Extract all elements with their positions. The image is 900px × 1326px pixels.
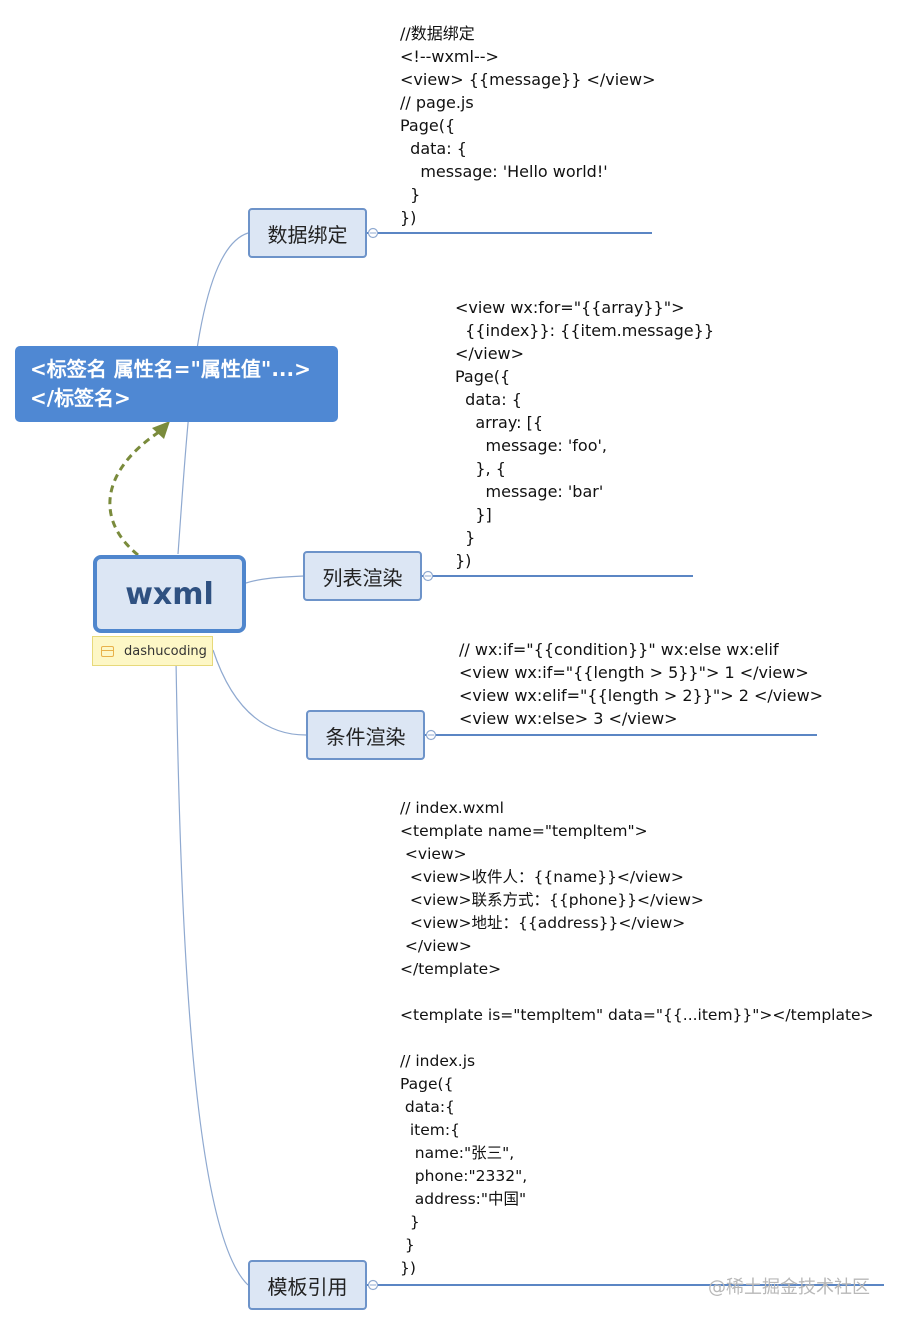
- code-line: message: 'bar': [455, 482, 604, 501]
- note-icon: [101, 645, 114, 657]
- branch-node-list-render[interactable]: 列表渲染: [303, 551, 422, 601]
- code-line: message: 'Hello world!': [400, 162, 608, 181]
- code-block-data-binding: //数据绑定 <!--wxml--> <view> {{message}} </…: [400, 22, 656, 229]
- code-line: }): [400, 208, 417, 227]
- watermark: @稀土掘金技术社区: [708, 1277, 870, 1298]
- root-label: wxml: [125, 576, 214, 612]
- code-line: data:{: [400, 1098, 455, 1116]
- code-line: }]: [455, 505, 492, 524]
- code-line: }: [400, 185, 421, 204]
- branch-label-template-ref: 模板引用: [267, 1274, 348, 1299]
- branch-node-data-binding[interactable]: 数据绑定: [248, 208, 367, 258]
- code-line: // page.js: [400, 93, 474, 112]
- code-line: array: [{: [455, 413, 544, 432]
- callout-tag-syntax[interactable]: <标签名 属性名="属性值"...> </标签名>: [15, 346, 338, 422]
- code-line: <!--wxml-->: [400, 47, 499, 66]
- code-line: }: [400, 1213, 420, 1231]
- code-line: <template is="templtem" data="{{...item}…: [400, 1006, 874, 1024]
- sticker-label: dashucoding: [124, 643, 207, 659]
- relationship-arrow: [108, 428, 163, 557]
- code-line: <view wx:elif="{{length > 2}}"> 2 </view…: [459, 686, 824, 705]
- code-line: </view>: [400, 937, 472, 955]
- code-line: Page({: [400, 1075, 454, 1093]
- code-line: Page({: [400, 116, 456, 135]
- code-line: <view wx:else> 3 </view>: [459, 709, 678, 728]
- code-line: <view>地址：{{address}}</view>: [400, 914, 686, 932]
- branch-node-template-ref[interactable]: 模板引用: [248, 1260, 367, 1310]
- root-node-wxml[interactable]: wxml: [93, 555, 246, 633]
- code-line: <view>: [400, 845, 467, 863]
- branch-label-cond-render: 条件渲染: [325, 724, 406, 749]
- code-line: </template>: [400, 960, 502, 978]
- code-line: <view wx:for="{{array}}">: [455, 298, 685, 317]
- branch-label-list-render: 列表渲染: [322, 565, 403, 590]
- connector-template-ref: [175, 659, 249, 1286]
- branch-node-cond-render[interactable]: 条件渲染: [306, 710, 425, 760]
- code-line: // index.js: [400, 1052, 476, 1070]
- code-line: <template name="templtem">: [400, 822, 648, 840]
- sticker-dashucoding[interactable]: dashucoding: [92, 636, 213, 666]
- code-line: data: {: [400, 139, 467, 158]
- code-line: phone:"2332",: [400, 1167, 528, 1185]
- code-line: name:"张三",: [400, 1144, 515, 1162]
- code-line: address:"中国": [400, 1190, 527, 1208]
- code-block-cond-render: // wx:if="{{condition}}" wx:else wx:elif…: [459, 638, 823, 730]
- code-line: <view>联系方式：{{phone}}</view>: [400, 891, 704, 909]
- code-block-template-ref: // index.wxml <template name="templtem">…: [400, 797, 874, 1280]
- code-line: // index.wxml: [400, 799, 504, 817]
- code-line: //数据绑定: [400, 24, 475, 43]
- code-line: data: {: [455, 390, 522, 409]
- code-line: }, {: [455, 459, 506, 478]
- code-line: <view wx:if="{{length > 5}}"> 1 </view>: [459, 663, 809, 682]
- code-block-list-render: <view wx:for="{{array}}"> {{index}}: {{i…: [455, 296, 714, 572]
- code-line: Page({: [455, 367, 511, 386]
- code-line: }: [400, 1236, 415, 1254]
- code-line: </view>: [455, 344, 525, 363]
- code-line: item:{: [400, 1121, 460, 1139]
- code-line: <view> {{message}} </view>: [400, 70, 656, 89]
- connector-list-render: [245, 575, 305, 584]
- code-line: // wx:if="{{condition}}" wx:else wx:elif: [459, 640, 779, 659]
- code-line: }): [455, 551, 472, 570]
- connector-cond-render: [212, 649, 307, 736]
- callout-line-2: </标签名>: [30, 386, 131, 410]
- code-line: }: [455, 528, 476, 547]
- callout-line-1: <标签名 属性名="属性值"...>: [30, 357, 311, 381]
- code-line: }): [400, 1259, 416, 1277]
- code-line: <view>收件人：{{name}}</view>: [400, 868, 684, 886]
- relationship-arrowhead: [152, 421, 170, 439]
- branch-label-data-binding: 数据绑定: [267, 222, 348, 247]
- code-line: message: 'foo',: [455, 436, 607, 455]
- code-line: {{index}}: {{item.message}}: [455, 321, 714, 340]
